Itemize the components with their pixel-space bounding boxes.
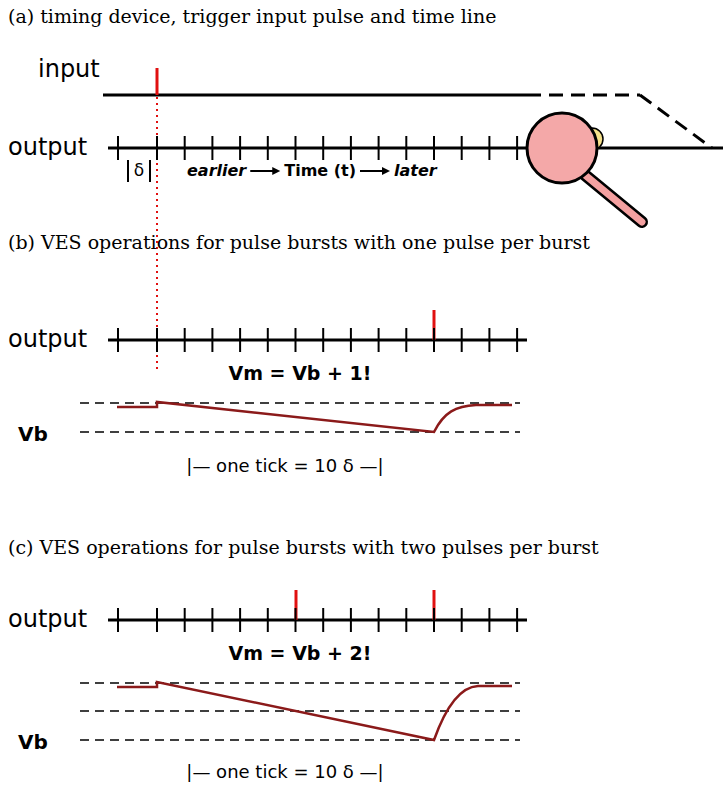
time-tick <box>267 608 269 632</box>
time-tick <box>295 328 297 352</box>
time-tick <box>156 136 158 160</box>
panel-title: (c) VES operations for pulse bursts with… <box>8 537 599 559</box>
time-tick <box>117 608 119 632</box>
timeline-arrow <box>360 170 384 172</box>
time-tick <box>295 608 297 632</box>
tick-scale-label: |— one tick = 10 δ —| <box>186 456 383 477</box>
magnifier-handle <box>585 175 642 222</box>
voltage-equation: Vm = Vb + 2! <box>229 643 372 665</box>
time-tick <box>184 608 186 632</box>
signal-name: input <box>38 56 100 84</box>
timeline-arrow <box>250 170 274 172</box>
time-tick <box>433 136 435 160</box>
time-tick <box>295 136 297 160</box>
output-line <box>108 339 527 342</box>
time-tick <box>378 608 380 632</box>
time-tick <box>488 608 490 632</box>
output-line <box>108 147 723 150</box>
panel-title: (b) VES operations for pulse bursts with… <box>8 232 590 254</box>
time-tick <box>117 136 119 160</box>
signal-name: output <box>8 326 87 354</box>
time-tick <box>267 328 269 352</box>
membrane-voltage-trace <box>117 682 512 740</box>
signal-name: output <box>8 606 87 634</box>
voltage-level <box>80 402 520 404</box>
magnifier-lens <box>527 113 597 183</box>
output-line <box>108 619 527 622</box>
time-tick <box>405 136 407 160</box>
time-tick <box>461 608 463 632</box>
time-tick <box>117 328 119 352</box>
delta-label: δ <box>134 161 144 181</box>
time-tick <box>211 608 213 632</box>
time-tick <box>322 328 324 352</box>
time-tick <box>405 328 407 352</box>
time-tick <box>267 136 269 160</box>
delta-bar <box>149 160 151 182</box>
time-tick <box>239 608 241 632</box>
trigger-pulse <box>156 68 159 95</box>
time-tick <box>239 136 241 160</box>
time-tick <box>433 328 435 352</box>
time-tick <box>516 328 518 352</box>
voltage-label: Vb <box>18 423 48 446</box>
signal-name: output <box>8 134 87 162</box>
time-tick <box>461 328 463 352</box>
time-tick <box>488 328 490 352</box>
input-line-dashed <box>527 94 640 97</box>
timeline-label: Time (t) <box>284 162 356 180</box>
voltage-level <box>80 431 520 433</box>
time-tick <box>322 608 324 632</box>
voltage-equation: Vm = Vb + 1! <box>229 363 372 385</box>
time-tick <box>433 608 435 632</box>
time-tick <box>184 136 186 160</box>
time-tick <box>405 608 407 632</box>
time-tick <box>156 328 158 352</box>
time-tick <box>350 608 352 632</box>
timeline-label: earlier <box>187 162 246 180</box>
time-tick <box>516 136 518 160</box>
membrane-voltage-trace <box>117 402 512 432</box>
voltage-label: Vb <box>18 731 48 754</box>
time-tick <box>378 328 380 352</box>
timeline-label: later <box>394 162 437 180</box>
timeline-arrowhead <box>382 167 390 175</box>
magnifier-handle <box>585 175 642 222</box>
time-tick <box>211 328 213 352</box>
time-tick <box>239 328 241 352</box>
input-line <box>103 94 527 97</box>
tick-scale-label: |— one tick = 10 δ —| <box>186 762 383 783</box>
time-tick <box>350 328 352 352</box>
time-tick <box>322 136 324 160</box>
time-tick <box>350 136 352 160</box>
time-tick <box>211 136 213 160</box>
delta-bar <box>127 160 129 182</box>
time-tick <box>488 136 490 160</box>
time-tick <box>378 136 380 160</box>
time-tick <box>156 608 158 632</box>
voltage-level <box>80 739 520 741</box>
time-tick <box>516 608 518 632</box>
panel-title: (a) timing device, trigger input pulse a… <box>8 6 496 28</box>
time-tick <box>461 136 463 160</box>
voltage-level <box>80 682 520 684</box>
input-line-dashed <box>640 95 712 148</box>
time-tick <box>184 328 186 352</box>
timeline-arrowhead <box>272 167 280 175</box>
